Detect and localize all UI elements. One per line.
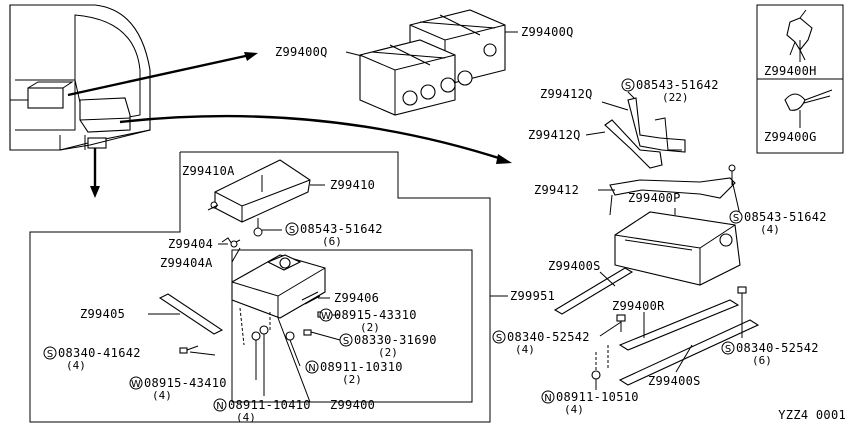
- callout-code: 08543-51642: [636, 78, 719, 92]
- callout-code: Z99400R: [612, 299, 665, 313]
- vehicle-rear-illustration: [9, 4, 151, 151]
- callout-quantity: (2): [360, 321, 380, 334]
- callout-code: Z99406: [334, 291, 379, 305]
- callout-code: Z99405: [80, 307, 125, 321]
- callout-code: Z99404A: [160, 256, 213, 270]
- callout-code: 08911-10510: [556, 390, 639, 404]
- callout-code: 08911-10310: [320, 360, 403, 374]
- storage-boxes-illustration: [359, 9, 506, 116]
- callout-quantity: (2): [378, 346, 398, 359]
- callout-quantity: (4): [66, 359, 86, 372]
- pointer-arrows: [67, 52, 512, 198]
- callout-code: Z99412: [534, 183, 579, 197]
- callout-prefix: S: [289, 225, 295, 236]
- callout-quantity: (4): [515, 343, 535, 356]
- callout-prefix: S: [496, 333, 502, 344]
- callout-code: Z99400: [330, 398, 375, 412]
- callout-prefix: S: [733, 213, 739, 224]
- callout-code: 08340-41642: [58, 346, 141, 360]
- callout-code: Z99400P: [628, 191, 681, 205]
- callout-code: Z99410: [330, 178, 375, 192]
- callout-quantity: (4): [236, 411, 256, 424]
- callout-prefix: N: [308, 363, 315, 374]
- callout-prefix: S: [343, 336, 349, 347]
- callout-code: 08911-10410: [228, 398, 311, 412]
- callout-code: Z99400Q: [521, 25, 574, 39]
- callout-prefix: W: [131, 379, 141, 390]
- callout-quantity: (22): [662, 91, 689, 104]
- callout-code: Z99400Q: [275, 45, 328, 59]
- callout-prefix-circle: [305, 360, 319, 374]
- callout-code: Z99951: [510, 289, 555, 303]
- callout-quantity: (4): [760, 223, 780, 236]
- callout-prefix: W: [321, 311, 331, 322]
- callout-prefix: S: [625, 81, 631, 92]
- callout-labels: Z99400Q Z99400Q Z99400H Z99400G S 08543-51642…: [43, 25, 827, 424]
- callout-code: Z99410A: [182, 164, 235, 178]
- exploded-view-frame: [29, 151, 491, 423]
- callout-prefix: S: [725, 344, 731, 355]
- callout-code: 08915-43310: [334, 308, 417, 322]
- callout-prefix-circle: [43, 346, 57, 360]
- callout-prefix: N: [544, 393, 551, 404]
- callout-quantity: (4): [152, 389, 172, 402]
- callout-code: 08330-31690: [354, 333, 437, 347]
- callout-prefix: S: [47, 349, 53, 360]
- callout-prefix-circle: [541, 390, 555, 404]
- callout-quantity: (2): [342, 373, 362, 386]
- callout-code: Z99400S: [648, 374, 701, 388]
- callout-prefix-circle: [721, 341, 735, 355]
- callout-code: Z99400S: [548, 259, 601, 273]
- inset-box: [756, 4, 844, 154]
- callout-code: Z99412Q: [528, 128, 581, 142]
- diagram-code: YZZ4 0001: [778, 408, 846, 422]
- callout-code: 08340-52542: [736, 341, 819, 355]
- callout-quantity: (4): [564, 403, 584, 416]
- callout-code: 08543-51642: [744, 210, 827, 224]
- callout-code: Z99404: [168, 237, 213, 251]
- callout-code: Z99400H: [764, 64, 817, 78]
- callout-prefix-circle: [621, 78, 635, 92]
- callout-code: Z99412Q: [540, 87, 593, 101]
- callout-code: 08915-43410: [144, 376, 227, 390]
- callout-prefix: N: [216, 401, 223, 412]
- callout-prefix-circle: [339, 333, 353, 347]
- callout-quantity: (6): [752, 354, 772, 367]
- callout-prefix-circle: [213, 398, 227, 412]
- callout-prefix-circle: [492, 330, 506, 344]
- callout-code: Z99400G: [764, 130, 817, 144]
- right-assembly-illustration: [553, 97, 760, 386]
- callout-code: 08340-52542: [507, 330, 590, 344]
- callout-prefix-circle: [319, 308, 333, 322]
- callout-code: 08543-51642: [300, 222, 383, 236]
- callout-prefix-circle: [729, 210, 743, 224]
- callout-quantity: (6): [322, 235, 342, 248]
- callout-prefix-circle: [129, 376, 143, 390]
- callout-prefix-circle: [285, 222, 299, 236]
